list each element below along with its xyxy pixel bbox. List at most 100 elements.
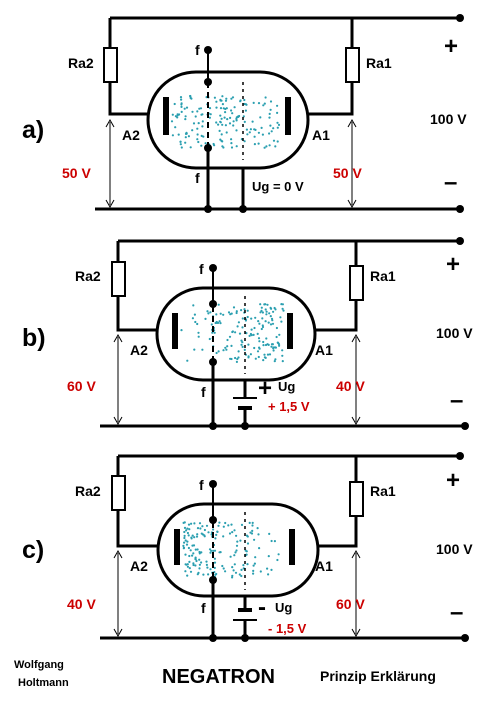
electron-dot [246,542,250,545]
electron-dot [186,359,189,362]
electron-dot [201,525,204,528]
electron-dot [218,129,221,132]
panel-c: c) + – 100 V Ra2 Ra1 f f A2 A1 [22,452,473,642]
electron-dot [267,343,270,346]
electron-dot [188,554,191,558]
electron-dot [246,309,249,312]
electron-dot [226,118,229,121]
electron-dot [205,524,209,527]
anode-a1-label-b: A1 [315,342,333,358]
electron-dot [242,564,245,567]
electron-dot [235,129,238,132]
plus-sign-a: + [444,33,458,60]
minus-sign-b: – [450,387,463,414]
voltage-arrow-left-b [113,333,123,426]
electron-dot [225,348,228,351]
electron-dot [261,311,264,314]
electron-dot [217,350,220,353]
electron-dot [263,102,266,105]
voltage-right-b: 40 V [336,378,365,394]
filament-top-node-c [209,480,217,488]
electron-dot [177,133,180,136]
electron-dot [215,320,218,324]
electron-dot [259,116,262,119]
electron-dot [242,115,245,118]
electron-dot [242,567,245,570]
electron-dot [226,338,229,342]
electron-dot [191,317,194,320]
electron-dot [252,572,255,575]
electron-dot [251,524,254,527]
resistor-ra1-b [349,265,364,301]
electron-dot [185,106,189,109]
electron-dot [268,532,271,536]
plus-terminal-c [456,452,464,460]
electron-dot [182,521,185,525]
electron-dot [196,138,199,141]
electron-dot [251,529,254,533]
electron-dot [194,548,197,551]
electron-dot [241,326,244,329]
electron-dot [263,146,266,149]
electron-dot [246,315,249,319]
electron-dot [230,312,233,315]
electron-dot [253,326,256,330]
section-label-c: c) [22,536,44,564]
grid-voltage-value-b: + 1,5 V [268,399,310,414]
electron-dot [209,113,212,116]
electron-dot [206,566,209,569]
electron-dot [243,140,246,143]
filament-top-node-a [204,46,212,54]
electron-dot [260,306,263,309]
electron-dot [193,313,196,316]
electron-dot [183,536,186,540]
electron-dot [189,549,192,552]
electron-dot [219,551,222,554]
electron-dot [221,95,224,98]
electron-dot [224,346,227,349]
electron-dot [233,563,236,566]
electron-dot [180,329,183,332]
electron-dot [192,552,195,555]
electron-dot [180,110,183,113]
ra1-label-a: Ra1 [366,55,392,71]
electron-dot [264,96,267,99]
electron-dot [185,563,188,566]
electron-dot [187,135,190,138]
plus-sign-b: + [446,251,460,278]
electron-dot [170,120,174,123]
electron-dot [256,332,259,335]
electron-dot [184,115,187,118]
electron-dot [231,566,234,569]
electron-dot [208,116,211,119]
electron-dot [235,534,238,537]
electron-dot [185,131,188,134]
electron-dot [222,525,225,528]
electron-dot [224,99,228,102]
voltage-left-b: 60 V [67,378,96,394]
electron-dot [183,541,186,544]
electron-dot [281,307,284,310]
electron-dot [277,123,281,126]
electron-dot [281,349,284,352]
electron-dot [220,117,223,120]
electron-dot [228,532,232,535]
electron-dot [245,550,248,553]
electron-dot [187,546,190,550]
electron-dot [206,310,209,313]
battery-polarity-b: + [258,375,272,402]
electron-dot [269,315,272,318]
author-name: Wolfgang Holtmann [14,659,69,689]
electron-dot [267,555,270,558]
electron-dot [262,344,265,347]
electron-dot [219,107,223,110]
electron-dot [183,534,186,538]
electron-dot [273,360,276,363]
footer: Wolfgang Holtmann NEGATRON Prinzip Erklä… [14,659,436,689]
electron-dot [215,100,218,103]
electron-dot [254,556,257,559]
electron-dot [257,533,260,536]
electron-dot [236,357,239,361]
electron-dot [203,528,206,532]
panel-a: a) + – 100 V Ra2 Ra1 f f A2 A1 Ug = 0 [22,14,467,213]
